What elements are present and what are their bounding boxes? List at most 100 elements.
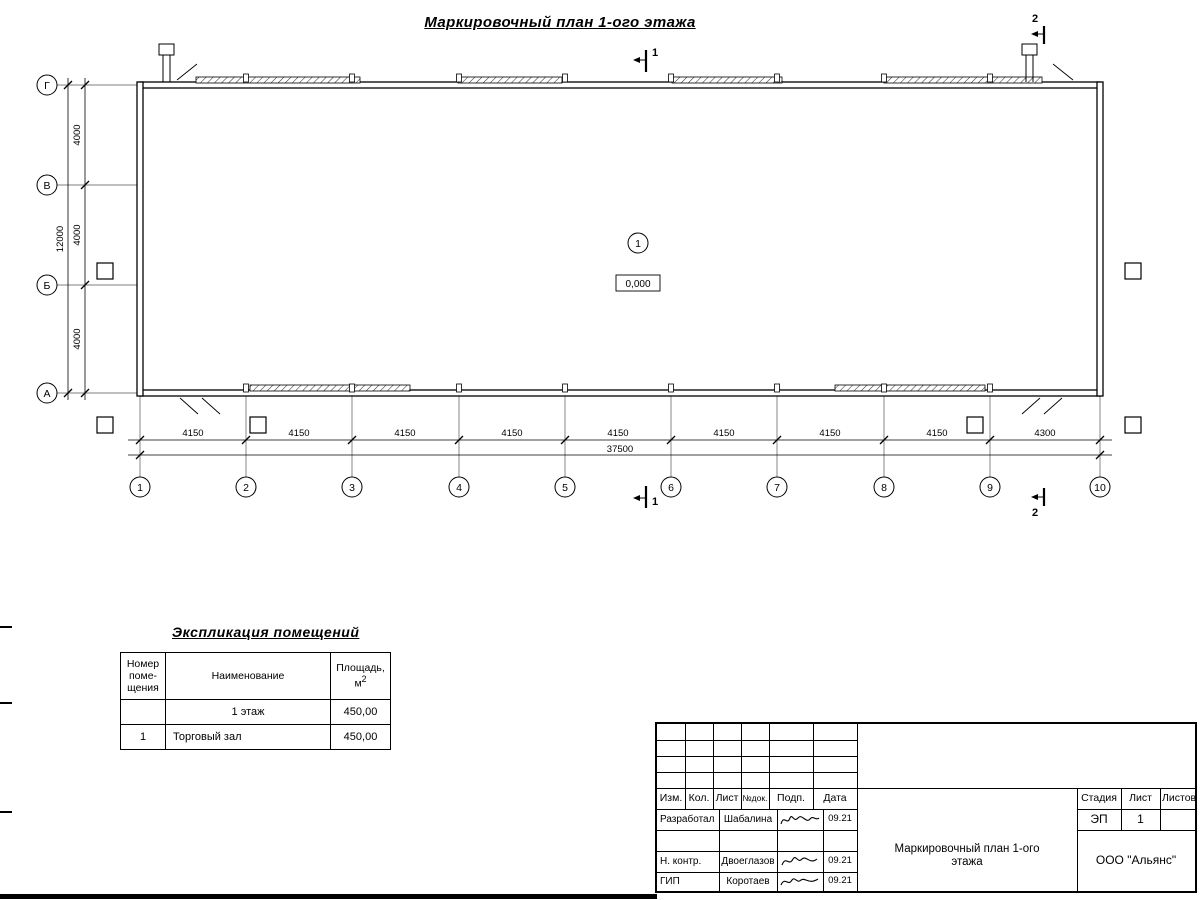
- windows: [195, 76, 1043, 392]
- room-schedule: Экспликация помещений Номер поме- щения …: [120, 624, 392, 750]
- window: [671, 76, 783, 84]
- dim-label: 4150: [394, 428, 415, 439]
- schedule-header-area-unit: м: [354, 677, 362, 690]
- axis-markers-bottom: [129, 476, 1111, 498]
- tb-name: Двоеглазов: [721, 856, 775, 867]
- frame-tick: [0, 626, 12, 628]
- axis-label: А: [43, 388, 50, 400]
- schedule-cell-area: 450,00: [330, 699, 391, 725]
- schedule-cell-area: 450,00: [330, 724, 391, 750]
- schedule-header-area-sup: 2: [361, 674, 367, 685]
- schedule-row: 1 этаж 450,00: [120, 699, 391, 725]
- tb-signature: [777, 809, 823, 830]
- frame-tick: [0, 811, 12, 813]
- tb-date: 09.21: [828, 813, 852, 825]
- tb-stage-value: ЭП: [1090, 811, 1108, 826]
- section-label-1: 1: [652, 47, 658, 59]
- schedule-header-number-text: Номер поме- щения: [126, 657, 160, 695]
- dim-label: 4150: [182, 428, 203, 439]
- axis-grid-lines: [57, 84, 1101, 477]
- axis-label: 8: [881, 482, 887, 494]
- dim-label: 4000: [72, 224, 83, 245]
- tb-stage-label: Стадия: [1081, 791, 1117, 804]
- frame-tick: [0, 702, 12, 704]
- dim-label: 4150: [713, 428, 734, 439]
- tb-sheets-label: Листов: [1162, 791, 1195, 804]
- axis-label: 4: [456, 482, 462, 494]
- schedule-table: Номер поме- щения Наименование Площадь, …: [120, 652, 391, 750]
- tb-header-ndok: №док.: [742, 792, 768, 803]
- window: [195, 76, 361, 84]
- tb-company: ООО "Альянс": [1095, 852, 1177, 867]
- schedule-cell-number: [120, 699, 166, 725]
- tb-role: ГИП: [660, 876, 680, 887]
- tb-header-izm: Изм.: [659, 791, 683, 804]
- schedule-header-name: Наименование: [165, 652, 331, 700]
- walls: [136, 81, 1104, 397]
- elevation-value: 0,000: [625, 279, 650, 290]
- tb-header-kol: Кол.: [688, 791, 710, 804]
- schedule-header-area-line1: Площадь,: [336, 662, 385, 675]
- dimension-ticks: [63, 80, 1105, 460]
- tb-sheet-value: 1: [1137, 811, 1144, 826]
- window: [457, 76, 563, 84]
- tb-header-data: Дата: [823, 791, 847, 804]
- pilasters: [243, 73, 993, 393]
- drawing-title-text: Маркировочный план 1-ого этажа: [424, 14, 696, 31]
- tb-sheet-label: Лист: [1129, 791, 1152, 804]
- frame-bottom-edge: [0, 894, 657, 899]
- tb-header-list: Лист: [715, 791, 739, 804]
- tb-name: Коротаев: [726, 876, 770, 887]
- axis-label: 1: [137, 482, 143, 494]
- tb-date: 09.21: [828, 855, 852, 867]
- window: [883, 76, 1043, 84]
- room-marker-number: 1: [635, 238, 641, 250]
- axis-label: 7: [774, 482, 780, 494]
- schedule-cell-name: Торговый зал: [165, 724, 331, 750]
- signature-icon: [781, 856, 818, 865]
- axis-label: 5: [562, 482, 568, 494]
- elevation-box: [615, 274, 661, 292]
- window: [249, 384, 411, 392]
- axis-label: Б: [44, 280, 51, 292]
- window: [834, 384, 986, 392]
- axis-label: 9: [987, 482, 993, 494]
- dim-label: 4150: [926, 428, 947, 439]
- dim-total-label: 37500: [607, 444, 633, 455]
- tb-role: Н. контр.: [660, 856, 702, 867]
- tb-header-podp: Подп.: [777, 791, 805, 804]
- axis-markers-left: [36, 74, 58, 404]
- tb-signature: [777, 851, 823, 872]
- schedule-title: Экспликация помещений: [172, 624, 360, 640]
- section-label-2: 2: [1032, 13, 1038, 25]
- axis-label: 6: [668, 482, 674, 494]
- dimension-lines: [67, 78, 1112, 456]
- section-label-2: 2: [1032, 507, 1038, 519]
- entrance-marks: [176, 63, 1074, 415]
- tb-name: Шабалина: [723, 814, 773, 825]
- schedule-cell-name: 1 этаж: [165, 699, 331, 725]
- floor-plan: 4150 4150 4150 4150 4150 4150 4150 4150 …: [36, 13, 1142, 519]
- axis-label: В: [43, 180, 50, 192]
- canopy-posts: [158, 43, 1038, 82]
- section-marks: [633, 26, 1046, 508]
- columns: [96, 262, 1142, 434]
- dim-total-label: 12000: [55, 226, 66, 252]
- tb-doc-title: Маркировочный план 1-ого этажа: [857, 788, 1077, 891]
- signature-icon: [780, 815, 820, 824]
- axis-label: Г: [44, 80, 50, 92]
- dim-label: 4000: [72, 328, 83, 349]
- tb-date: 09.21: [828, 875, 852, 887]
- section-label-1: 1: [652, 496, 658, 508]
- dim-label: 4300: [1034, 428, 1055, 439]
- schedule-cell-number: 1: [120, 724, 166, 750]
- dim-label: 4150: [501, 428, 522, 439]
- signature-icon: [780, 877, 819, 885]
- schedule-row: 1 Торговый зал 450,00: [120, 724, 391, 750]
- axis-label: 3: [349, 482, 355, 494]
- schedule-header-area: Площадь, м2: [330, 652, 391, 700]
- axis-label: 10: [1094, 482, 1106, 494]
- tb-doc-title-text: Маркировочный план 1-ого этажа: [894, 843, 1040, 868]
- title-block: Изм. Кол. Лист №док. Подп. Дата Разработ…: [655, 722, 1197, 893]
